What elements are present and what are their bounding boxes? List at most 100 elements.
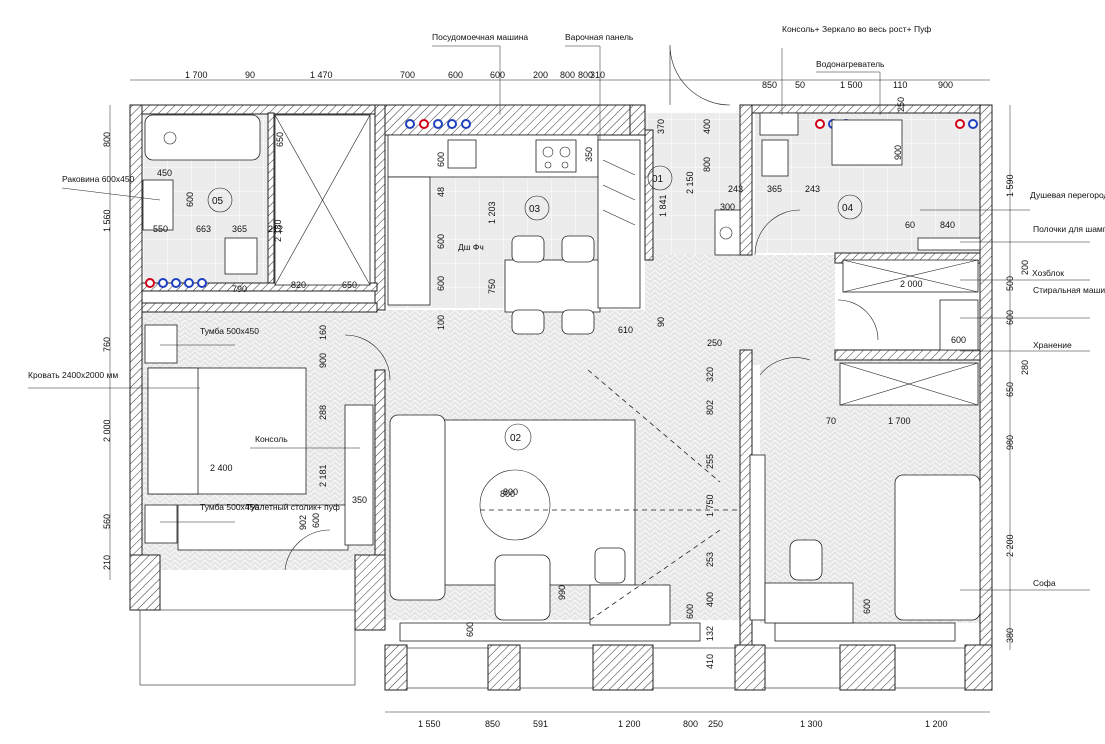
dim-right-5: 650: [1005, 382, 1015, 397]
left-dimensions: 800 1 560 760 2 000 560 210: [102, 132, 112, 570]
walls: [129, 104, 993, 691]
room-markers: 01 02 03 04 05: [207, 165, 863, 451]
dim-inner-54: 1 700: [888, 416, 911, 426]
dim-inner-0: 450: [157, 168, 172, 178]
dim-inner-35: 300: [720, 202, 735, 212]
dim-inner-8: 790: [232, 284, 247, 294]
label-storage: Хранение: [1033, 340, 1072, 350]
label-shampoo: Полочки для шампуня: [1033, 224, 1105, 234]
dim-inner-10: 650: [342, 280, 357, 290]
label-water-heater: Водонагреватель: [816, 59, 885, 69]
dim-left-3: 2 000: [102, 419, 112, 442]
dim-inner-56: 250: [896, 97, 906, 112]
dim-inner-32: 243: [728, 184, 743, 194]
room-02-label: 02: [510, 433, 522, 444]
dim-left-1: 1 560: [102, 209, 112, 232]
dimension-lines: [109, 79, 1011, 713]
room-03-label: 03: [529, 204, 541, 215]
dim-inner-45: 253: [705, 552, 715, 567]
dim-top-7: 800: [560, 70, 575, 80]
dim-inner-36: 60: [905, 220, 915, 230]
label-sofa: Софа: [1033, 578, 1056, 588]
dim-inner-25: 1 841: [658, 194, 668, 217]
dim-inner-41: 320: [705, 367, 715, 382]
label-oven: Дш Фч: [458, 242, 484, 252]
dim-top-5: 600: [490, 70, 505, 80]
room-04-label: 04: [842, 203, 854, 214]
dim-right-8: 380: [1005, 628, 1015, 643]
dim-inner-39: 600: [951, 335, 966, 345]
dim-inner-5: 212: [268, 224, 283, 234]
dim-inner-61: 800: [578, 70, 593, 80]
dim-inner-16: 750: [487, 279, 497, 294]
bottom-dimensions: 1 550 850 591 1 200 800 250 1 300 1 200: [418, 719, 948, 729]
dim-top-10: 50: [795, 80, 805, 90]
dim-inner-19: 900: [318, 353, 328, 368]
dim-top-9: 850: [762, 80, 777, 90]
dim-inner-12: 600: [436, 234, 446, 249]
dim-inner-60: 800: [500, 489, 515, 499]
right-dimensions: 1 590 200 500 600 280 650 980 2 200 380: [1005, 174, 1030, 643]
dim-top-8: 310: [590, 70, 605, 80]
dim-bottom-1: 850: [485, 719, 500, 729]
dim-bottom-2: 591: [533, 719, 548, 729]
label-sink: Раковина 600х450: [62, 174, 135, 184]
dim-left-0: 800: [102, 132, 112, 147]
dim-right-3: 600: [1005, 310, 1015, 325]
room-05-label: 05: [212, 196, 224, 207]
dim-right-0: 1 590: [1005, 174, 1015, 197]
label-washer: Стиральная машина+ Сушильная машина: [1033, 285, 1105, 295]
dim-bottom-0: 1 550: [418, 719, 441, 729]
dim-bottom-7: 1 200: [925, 719, 948, 729]
dim-right-1: 200: [1020, 260, 1030, 275]
dim-inner-34: 243: [805, 184, 820, 194]
dim-inner-42: 802: [705, 400, 715, 415]
windows: [139, 609, 966, 689]
dim-inner-53: 70: [826, 416, 836, 426]
dim-inner-40: 250: [707, 338, 722, 348]
label-nightstand-bottom: Тумба 500х450: [200, 502, 259, 512]
dim-bottom-5: 250: [708, 719, 723, 729]
dim-top-11: 1 500: [840, 80, 863, 90]
label-dishwasher: Посудомоечная машина: [432, 32, 528, 42]
dim-left-5: 210: [102, 555, 112, 570]
kitchen-03: [387, 134, 641, 335]
dim-inner-55: 2 400: [210, 463, 233, 473]
dim-inner-28: 90: [656, 317, 666, 327]
dim-inner-24: 600: [311, 513, 321, 528]
dim-top-2: 1 470: [310, 70, 333, 80]
dim-inner-37: 840: [940, 220, 955, 230]
dim-inner-58: 900: [893, 145, 903, 160]
dim-inner-11: 600: [436, 152, 446, 167]
dim-inner-3: 663: [196, 224, 211, 234]
pipes: [145, 119, 978, 288]
dim-top-3: 700: [400, 70, 415, 80]
dim-inner-47: 600: [685, 604, 695, 619]
dim-inner-9: 820: [291, 280, 306, 290]
office: [749, 357, 981, 624]
dim-inner-17: 100: [436, 315, 446, 330]
living-02: [389, 369, 740, 626]
dim-top-12: 110: [893, 80, 907, 90]
label-shower: Душевая перегородка: [1030, 190, 1105, 200]
dim-inner-57: 600: [862, 599, 872, 614]
dim-inner-48: 132: [705, 626, 715, 641]
dim-left-2: 760: [102, 337, 112, 352]
dim-inner-2: 550: [153, 224, 168, 234]
bedroom: [144, 324, 391, 571]
dim-inner-33: 365: [767, 184, 782, 194]
radiators: [399, 622, 956, 642]
dim-inner-14: 48: [436, 187, 446, 197]
label-bed: Кровать 2400х2000 мм: [28, 370, 118, 380]
dim-inner-29: 370: [656, 119, 666, 134]
dim-inner-38: 2 000: [900, 279, 923, 289]
dim-inner-51: 990: [557, 585, 567, 600]
dim-inner-50: 800: [503, 487, 518, 497]
dim-inner-21: 2 181: [318, 464, 328, 487]
dim-inner-46: 400: [705, 592, 715, 607]
dim-right-2: 500: [1005, 276, 1015, 291]
dim-inner-23: 902: [298, 515, 308, 530]
dim-inner-52: 600: [465, 622, 475, 637]
dim-inner-31: 800: [702, 157, 712, 172]
inner-dimensions: 450 600 550 663 365 212 2 180 650 790 82…: [153, 70, 966, 669]
